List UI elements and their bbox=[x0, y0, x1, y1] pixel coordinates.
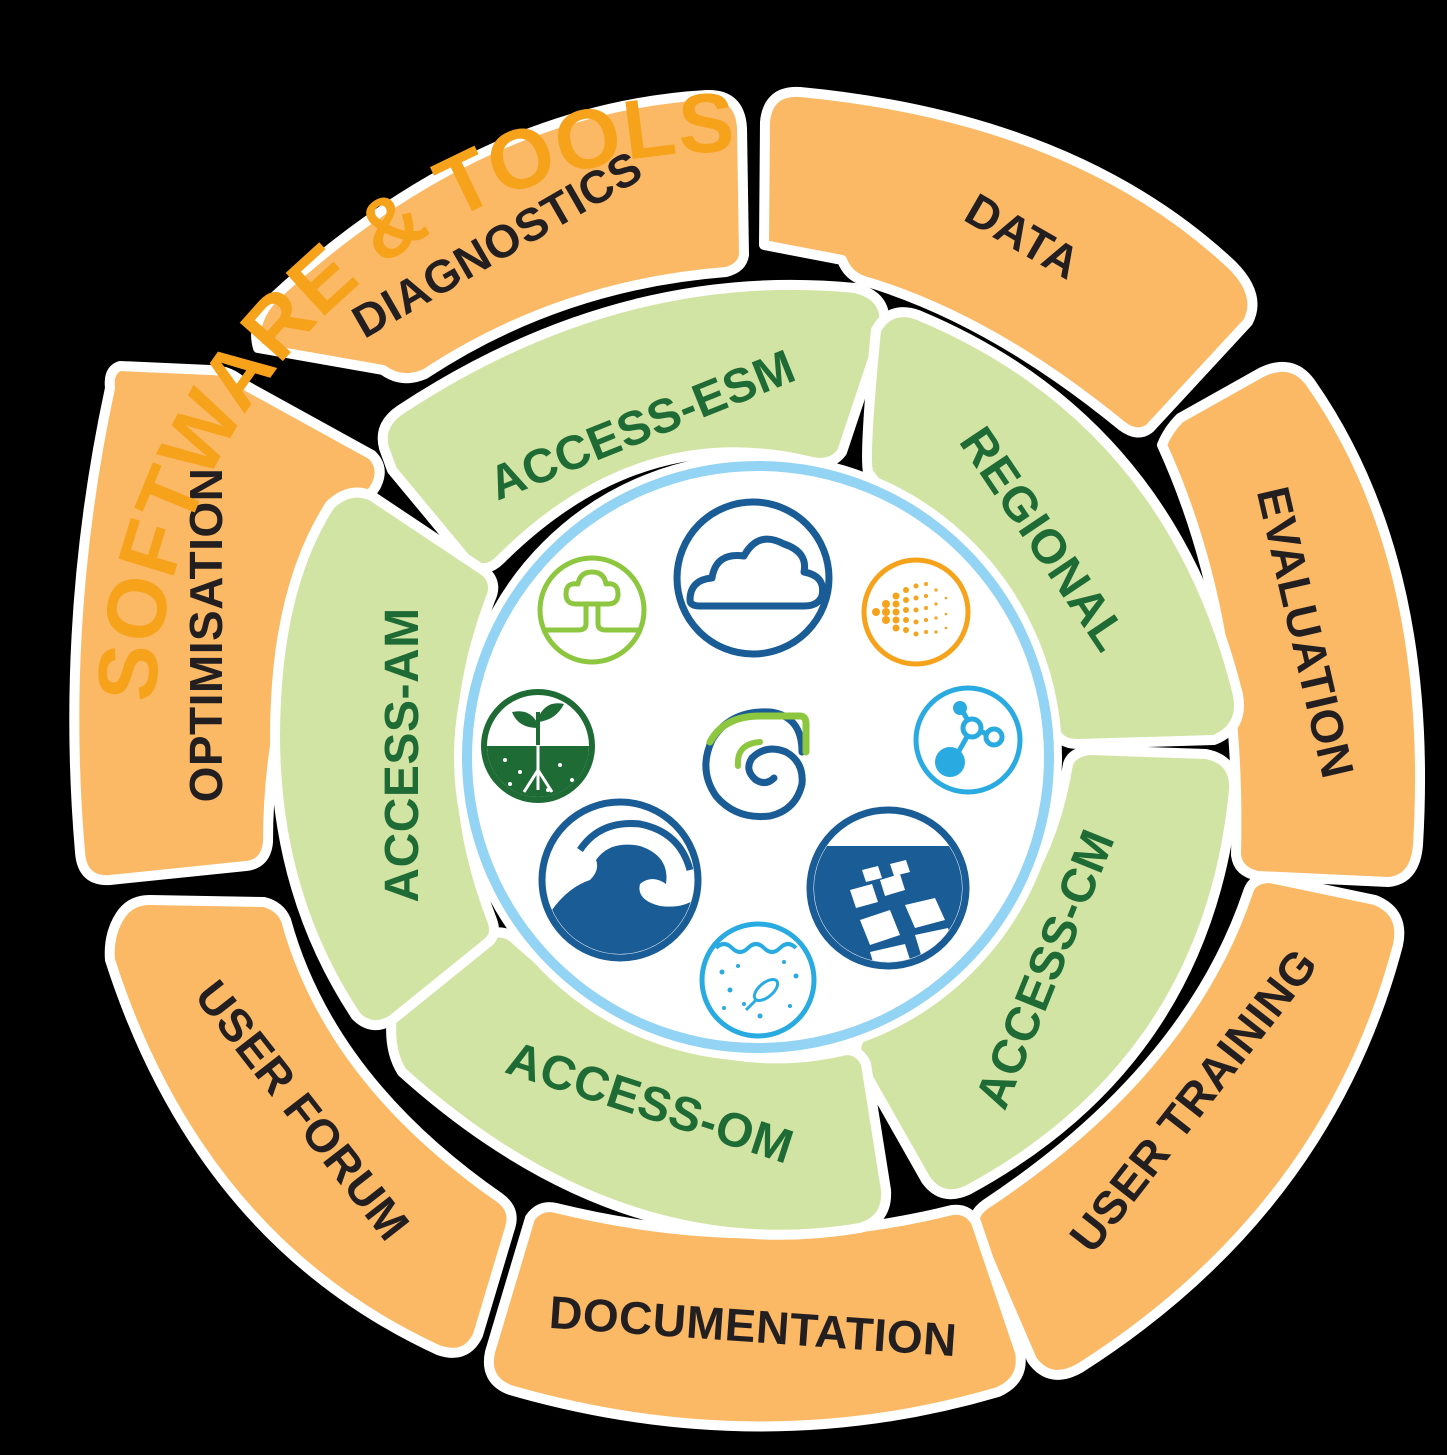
label-optimisation: OPTIMISATION bbox=[180, 468, 232, 803]
ocean-biogeochemistry-icon bbox=[699, 921, 817, 1039]
outer-segment-documentation[interactable] bbox=[484, 1202, 1026, 1432]
aerosol-icon bbox=[861, 557, 971, 667]
outer-segment-user-forum[interactable] bbox=[104, 895, 517, 1358]
sea-ice-icon bbox=[806, 806, 970, 970]
middle-ring bbox=[270, 279, 1244, 1240]
outer-segment-user-training[interactable] bbox=[969, 873, 1405, 1380]
hub bbox=[454, 453, 1062, 1061]
plant-roots-icon bbox=[481, 689, 595, 803]
middle-segment-access-om[interactable] bbox=[385, 927, 892, 1240]
swirl-logo-icon bbox=[702, 708, 810, 821]
outer-segment-data[interactable] bbox=[759, 86, 1258, 438]
outer-ring bbox=[69, 86, 1426, 1432]
cloud-icon bbox=[673, 498, 833, 658]
outer-segment-diagnostics[interactable] bbox=[251, 90, 749, 384]
molecule-icon bbox=[913, 685, 1023, 795]
label-access-am: ACCESS-AM bbox=[376, 607, 429, 902]
tree-icon bbox=[537, 555, 647, 665]
wave-icon bbox=[538, 798, 702, 962]
